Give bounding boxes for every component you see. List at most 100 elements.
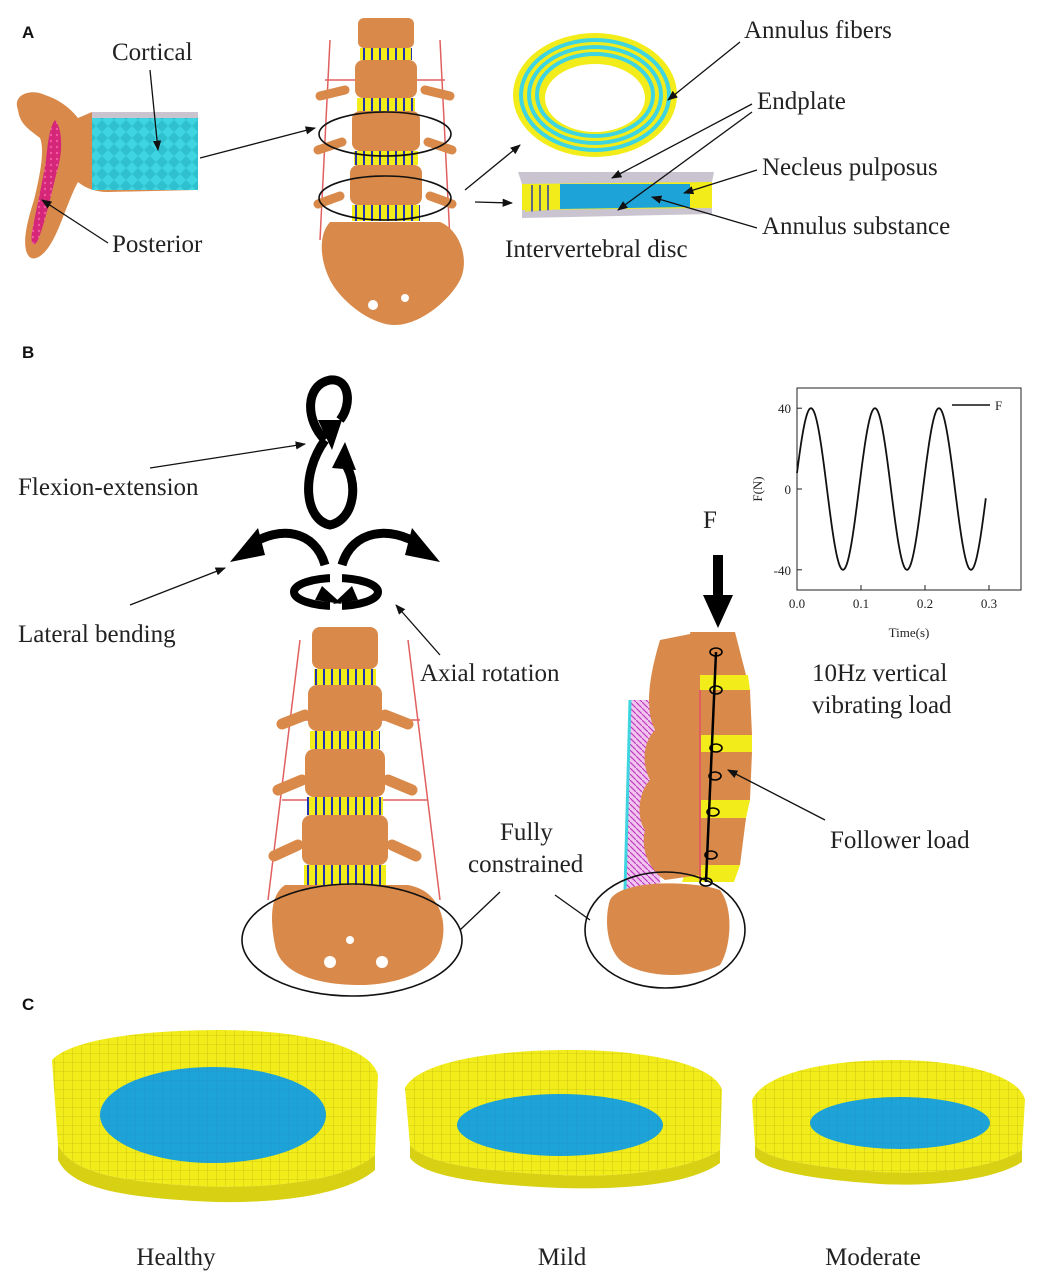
- leader-constrained-left: [459, 891, 501, 931]
- chart-xlabel: Time(s): [889, 625, 930, 640]
- vertebra-front-2: [308, 685, 382, 731]
- panel-label-b: B: [22, 343, 34, 362]
- posterior-elements-side: [639, 632, 700, 880]
- constraint-ellipse-side: [584, 871, 746, 989]
- series-line-F: [796, 407, 987, 571]
- disc-healthy: [52, 1030, 378, 1203]
- disc-a-1: [360, 48, 412, 60]
- constraint-ellipse-front: [241, 883, 463, 997]
- arrow-endplate-2: [617, 111, 753, 211]
- lumbar-spine-side: [607, 632, 752, 976]
- disc-side-1: [698, 675, 750, 690]
- axial-rotation-arrow-icon: [290, 572, 382, 612]
- supraspinous-ligament: [623, 699, 632, 891]
- label-vibration-2: vibrating load: [812, 692, 952, 719]
- arrow-annulus-fibers: [667, 41, 741, 101]
- endplate-cap: [92, 112, 198, 118]
- arrow-endplate-1: [611, 103, 753, 179]
- legend-label: F: [995, 398, 1002, 413]
- label-mild: Mild: [538, 1244, 587, 1271]
- disc-front-1: [314, 669, 376, 685]
- sacrum-side: [607, 883, 730, 976]
- highlight-vertebra-a: [318, 111, 452, 157]
- panel-label-a: A: [22, 23, 34, 42]
- label-moderate: Moderate: [825, 1244, 921, 1271]
- label-fully: Fully: [500, 819, 553, 846]
- disc-front-4: [304, 865, 386, 885]
- force-label: F: [703, 507, 717, 534]
- arrow-axial: [395, 604, 441, 656]
- disc-a-3: [354, 151, 418, 165]
- disc-side-2: [700, 735, 752, 752]
- vertebra-section: [16, 92, 198, 259]
- label-cortical: Cortical: [112, 39, 193, 66]
- vertebra-front-4: [302, 815, 388, 865]
- cortical-bone-region: [92, 118, 198, 190]
- arrow-lateral: [129, 567, 226, 606]
- y-tick-label: -40: [774, 563, 791, 578]
- chart-x-ticks: 0.0 0.1 0.2 0.3: [789, 585, 997, 611]
- arrow-section-to-spine: [199, 126, 317, 159]
- vertebra-a-2: [355, 60, 417, 98]
- lumbar-spine-front: [267, 627, 444, 985]
- label-endplate: Endplate: [757, 88, 846, 115]
- arrow-follower-load: [727, 769, 826, 821]
- sacrum-front: [272, 885, 444, 985]
- posterior-bone-region: [31, 120, 62, 245]
- arrow-annulus-substance: [651, 195, 758, 229]
- y-tick-label: 0: [785, 482, 792, 497]
- arrow-to-fibers: [464, 144, 521, 191]
- disc-front-3: [307, 797, 383, 815]
- y-tick-label: 40: [778, 401, 791, 416]
- vertebra-a-4: [350, 165, 422, 205]
- label-nucleus: Necleus pulposus: [762, 154, 938, 181]
- transverse-processes-front: [268, 709, 422, 862]
- ligaments-front: [267, 639, 441, 901]
- chart-frame: [796, 387, 1022, 591]
- label-vibration-1: 10Hz vertical: [812, 660, 947, 687]
- vertebra-side-2: [700, 690, 752, 735]
- chart-y-ticks: 40 0 -40: [774, 401, 802, 578]
- disc-a-2: [357, 98, 415, 111]
- panel-label-c: C: [22, 995, 34, 1014]
- leader-constrained-right: [554, 894, 591, 921]
- sacral-foramen: [324, 956, 336, 968]
- highlight-disc-a: [318, 175, 452, 221]
- x-tick-label: 0.2: [917, 596, 933, 611]
- sacral-foramen: [401, 294, 409, 302]
- label-healthy: Healthy: [136, 1244, 216, 1271]
- annulus-fibers-ring: [513, 33, 677, 157]
- disc-side-3: [694, 800, 750, 818]
- label-annulus-fibers: Annulus fibers: [744, 17, 892, 44]
- chart-ylabel: F(N): [750, 476, 765, 501]
- label-annulus-substance: Annulus substance: [762, 213, 950, 240]
- disc-front-2: [310, 731, 380, 749]
- vertebra-front-3: [305, 749, 385, 797]
- vertical-load-arrow-icon: [703, 555, 733, 628]
- sacrum-a: [321, 222, 464, 325]
- follower-load-path: [699, 647, 723, 887]
- sacral-foramen: [368, 300, 378, 310]
- vertebra-a-3: [352, 111, 420, 151]
- x-tick-label: 0.0: [789, 596, 805, 611]
- sacral-foramen: [376, 956, 388, 968]
- vertebra-a-1: [358, 18, 414, 48]
- label-posterior: Posterior: [112, 231, 203, 258]
- x-tick-label: 0.3: [981, 596, 997, 611]
- x-tick-label: 0.1: [853, 596, 869, 611]
- label-intervertebral-disc: Intervertebral disc: [505, 236, 688, 263]
- vertebra-side-4: [688, 818, 746, 865]
- vertebra-front-1: [312, 627, 378, 669]
- disc-mild: [405, 1050, 722, 1189]
- sacral-foramen: [346, 936, 354, 944]
- intervertebral-disc-3d: [518, 172, 714, 218]
- disc-a-4: [352, 205, 420, 221]
- label-axial-rotation: Axial rotation: [420, 660, 560, 687]
- arrow-posterior: [41, 199, 109, 244]
- label-follower-load: Follower load: [830, 827, 970, 854]
- arrow-cortical: [149, 69, 162, 152]
- force-time-chart: 40 0 -40 0.0 0.1 0.2 0.3 F Time(s) F(N): [750, 387, 1022, 640]
- lateral-bending-arrow-icon: [230, 528, 440, 567]
- label-constrained: constrained: [468, 851, 584, 878]
